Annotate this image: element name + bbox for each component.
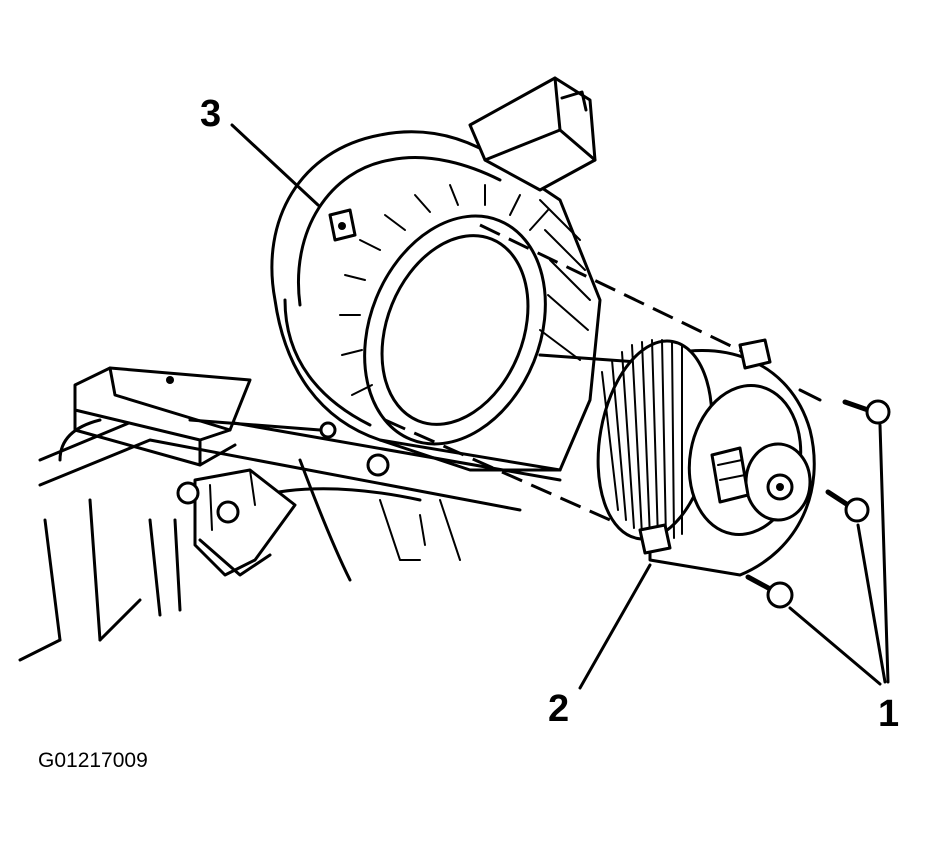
- screw-middle: [825, 489, 870, 523]
- mode-actuator-bracket: [73, 366, 322, 467]
- callout-1: 1: [878, 693, 899, 735]
- figure-id: G01217009: [38, 749, 148, 772]
- callout-3: 3: [200, 93, 221, 135]
- blower-motor: [596, 338, 822, 577]
- blower-housing: [270, 76, 602, 477]
- screw-bottom: [745, 574, 794, 609]
- actuator-motor: [176, 468, 297, 577]
- screws: [745, 399, 891, 609]
- callout-2: 2: [548, 688, 569, 730]
- leader-lines: [230, 123, 890, 690]
- screw-top: [842, 399, 891, 425]
